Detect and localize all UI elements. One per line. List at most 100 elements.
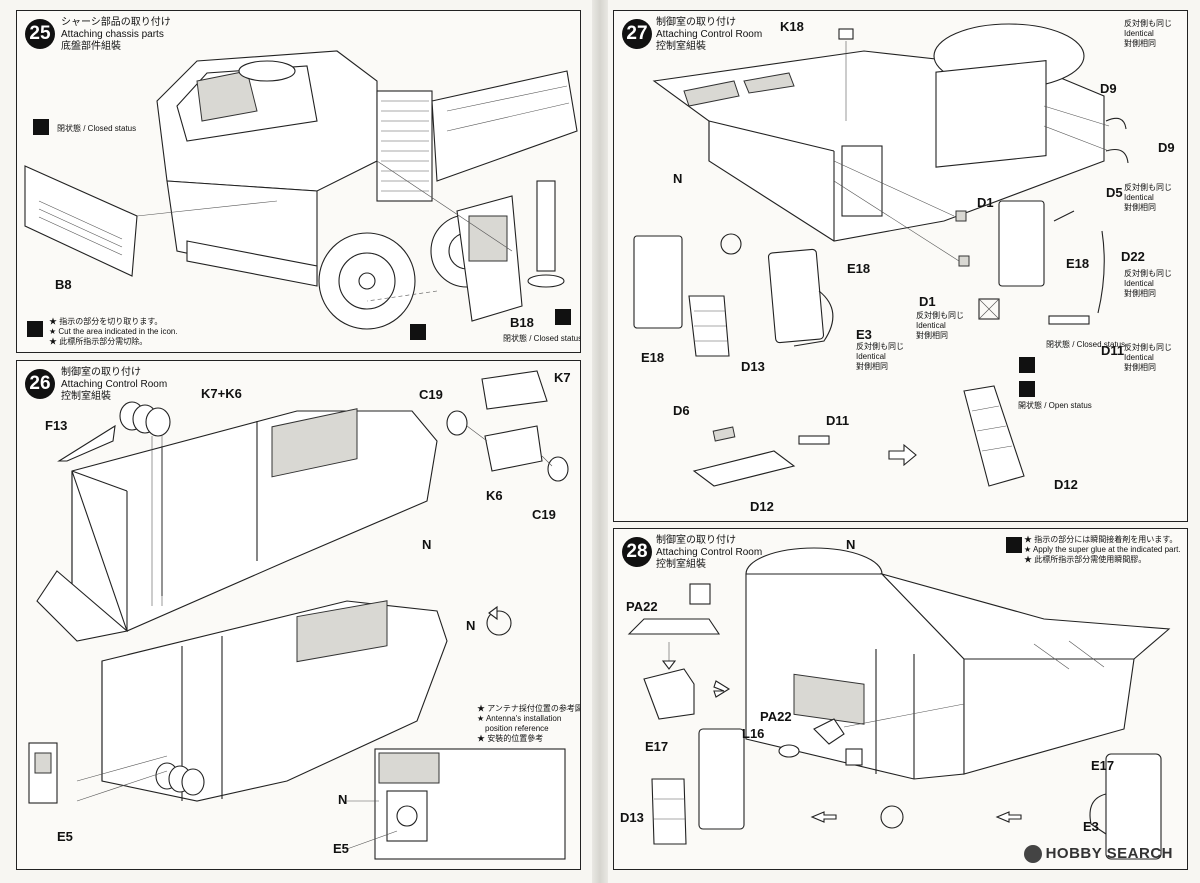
part-c19: C19	[532, 507, 556, 522]
step-title: 制御室の取り付け Attaching Control Room 控制室組裝	[656, 535, 762, 571]
step-title: 制御室の取り付け Attaching Control Room 控制室組裝	[61, 367, 167, 403]
identical-note: 反対側も同じ Identical 對側相同	[916, 311, 964, 341]
part-d9: D9	[1100, 81, 1117, 96]
identical-cn: 對側相同	[916, 331, 948, 340]
antenna-note-en2: position reference	[485, 724, 549, 733]
title-en: Attaching Control Room	[656, 547, 763, 558]
part-d22: D22	[1121, 249, 1145, 264]
watermark-text: HOBBY SEARCH	[1045, 844, 1173, 862]
identical-cn: 對側相同	[1124, 363, 1156, 372]
part-d9: D9	[1158, 140, 1175, 155]
part-b8: B8	[55, 277, 72, 292]
step-title: シャーシ部品の取り付け Attaching chassis parts 底盤部件…	[61, 17, 171, 53]
part-d11: D11	[826, 413, 850, 428]
title-jp: シャーシ部品の取り付け	[61, 17, 171, 28]
part-d1: D1	[977, 195, 994, 210]
status-icon	[1019, 381, 1035, 397]
part-d5: D5	[1106, 185, 1123, 200]
glue-note: ★ 指示の部分には瞬間接着剤を用います。 ★ Apply the super g…	[1024, 535, 1181, 565]
part-d13: D13	[620, 810, 644, 825]
identical-jp: 反対側も同じ	[916, 311, 964, 320]
part-e18: E18	[847, 261, 871, 276]
identical-cn: 對側相同	[856, 362, 888, 371]
step-number: 27	[622, 19, 652, 49]
identical-en: Identical	[916, 321, 946, 330]
page-gutter	[592, 0, 608, 883]
identical-note: 反対側も同じ Identical 對側相同	[1124, 269, 1172, 299]
part-k7-k6: K7+K6	[201, 386, 242, 401]
identical-cn: 對側相同	[1124, 203, 1156, 212]
part-c19: C19	[419, 387, 443, 402]
identical-en: Identical	[1124, 279, 1154, 288]
part-k7: K7	[554, 370, 571, 385]
status-icon	[1019, 357, 1035, 373]
identical-cn: 對側相同	[1124, 289, 1156, 298]
identical-note: 反対側も同じ Identical 對側相同	[856, 342, 904, 372]
identical-en: Identical	[1124, 29, 1154, 38]
part-d1: D1	[919, 294, 936, 309]
identical-note: 反対側も同じ Identical 對側相同	[1124, 343, 1172, 373]
part-n: N	[466, 618, 476, 633]
cut-note-cn: ★ 此標所指示部分需切除。	[49, 337, 148, 346]
truck-chassis-drawing	[24, 50, 578, 330]
glue-icon	[1006, 537, 1022, 553]
part-d13: D13	[741, 359, 765, 374]
antenna-note-en: ★ Antenna's installation	[477, 714, 562, 723]
part-b18: B18	[510, 315, 534, 330]
part-e18: E18	[641, 350, 665, 365]
identical-jp: 反対側も同じ	[1124, 183, 1172, 192]
antenna-note: ★ アンテナ採付位置の参考図 ★ Antenna's installation …	[477, 704, 581, 744]
identical-cn: 對側相同	[1124, 39, 1156, 48]
identical-en: Identical	[1124, 353, 1154, 362]
part-n: N	[673, 171, 683, 186]
title-jp: 制御室の取り付け	[61, 367, 141, 378]
control-room-drawing	[28, 370, 569, 860]
title-cn: 控制室組裝	[656, 41, 706, 52]
part-d12: D12	[1054, 477, 1078, 492]
identical-note: 反対側も同じ Identical 對側相同	[1124, 19, 1172, 49]
part-e17: E17	[645, 739, 669, 754]
watermark-logo-icon	[1023, 845, 1042, 863]
identical-jp: 反対側も同じ	[1124, 343, 1172, 352]
part-d12: D12	[750, 499, 774, 514]
step-26-panel: 26 制御室の取り付け Attaching Control Room 控制室組裝	[16, 360, 581, 870]
closed-status-label: 閉状態 / Closed status	[1046, 340, 1126, 349]
title-jp: 制御室の取り付け	[656, 535, 736, 546]
part-n: N	[846, 537, 856, 552]
part-pa22: PA22	[626, 599, 658, 614]
step-number: 26	[25, 369, 55, 399]
part-k18: K18	[780, 19, 804, 34]
title-jp: 制御室の取り付け	[656, 17, 736, 28]
glue-note-en: ★ Apply the super glue at the indicated …	[1024, 545, 1181, 554]
open-status-label: 開状態 / Open status	[1018, 401, 1092, 410]
step-27-panel: 27 制御室の取り付け Attaching Control Room 控制室組裝	[613, 10, 1188, 522]
cut-note-jp: ★ 指示の部分を切り取ります。	[49, 317, 163, 326]
title-cn: 底盤部件組裝	[61, 41, 121, 52]
closed-status-label: 閉状態 / Closed status	[57, 124, 137, 133]
part-e3: E3	[856, 327, 872, 342]
antenna-note-jp: ★ アンテナ採付位置の参考図	[477, 704, 581, 713]
identical-jp: 反対側も同じ	[856, 342, 904, 351]
title-en: Attaching chassis parts	[61, 29, 164, 40]
part-l16: L16	[742, 726, 765, 741]
closed-status-icon	[33, 119, 49, 135]
title-en: Attaching Control Room	[656, 29, 763, 40]
cut-note-en: ★ Cut the area indicated in the icon.	[49, 327, 178, 336]
part-e5: E5	[333, 841, 349, 856]
cut-icon	[27, 321, 43, 337]
watermark: HOBBY SEARCH	[1023, 844, 1173, 863]
step-title: 制御室の取り付け Attaching Control Room 控制室組裝	[656, 17, 762, 53]
closed-status-icon	[555, 309, 571, 325]
identical-en: Identical	[1124, 193, 1154, 202]
part-d11: D11	[1101, 343, 1125, 358]
cut-area-icon	[410, 324, 426, 340]
step-28-panel: 28 制御室の取り付け Attaching Control Room 控制室組裝…	[613, 528, 1188, 870]
part-n: N	[422, 537, 432, 552]
glue-note-jp: ★ 指示の部分には瞬間接着剤を用います。	[1024, 535, 1178, 544]
part-f13: F13	[45, 418, 68, 433]
step-number: 28	[622, 537, 652, 567]
identical-en: Identical	[856, 352, 886, 361]
antenna-note-cn: ★ 安裝的位置參考	[477, 734, 544, 743]
control-room-rear-drawing	[633, 23, 1129, 487]
glue-note-cn: ★ 此標所指示部分需使用瞬間膠。	[1024, 555, 1147, 564]
